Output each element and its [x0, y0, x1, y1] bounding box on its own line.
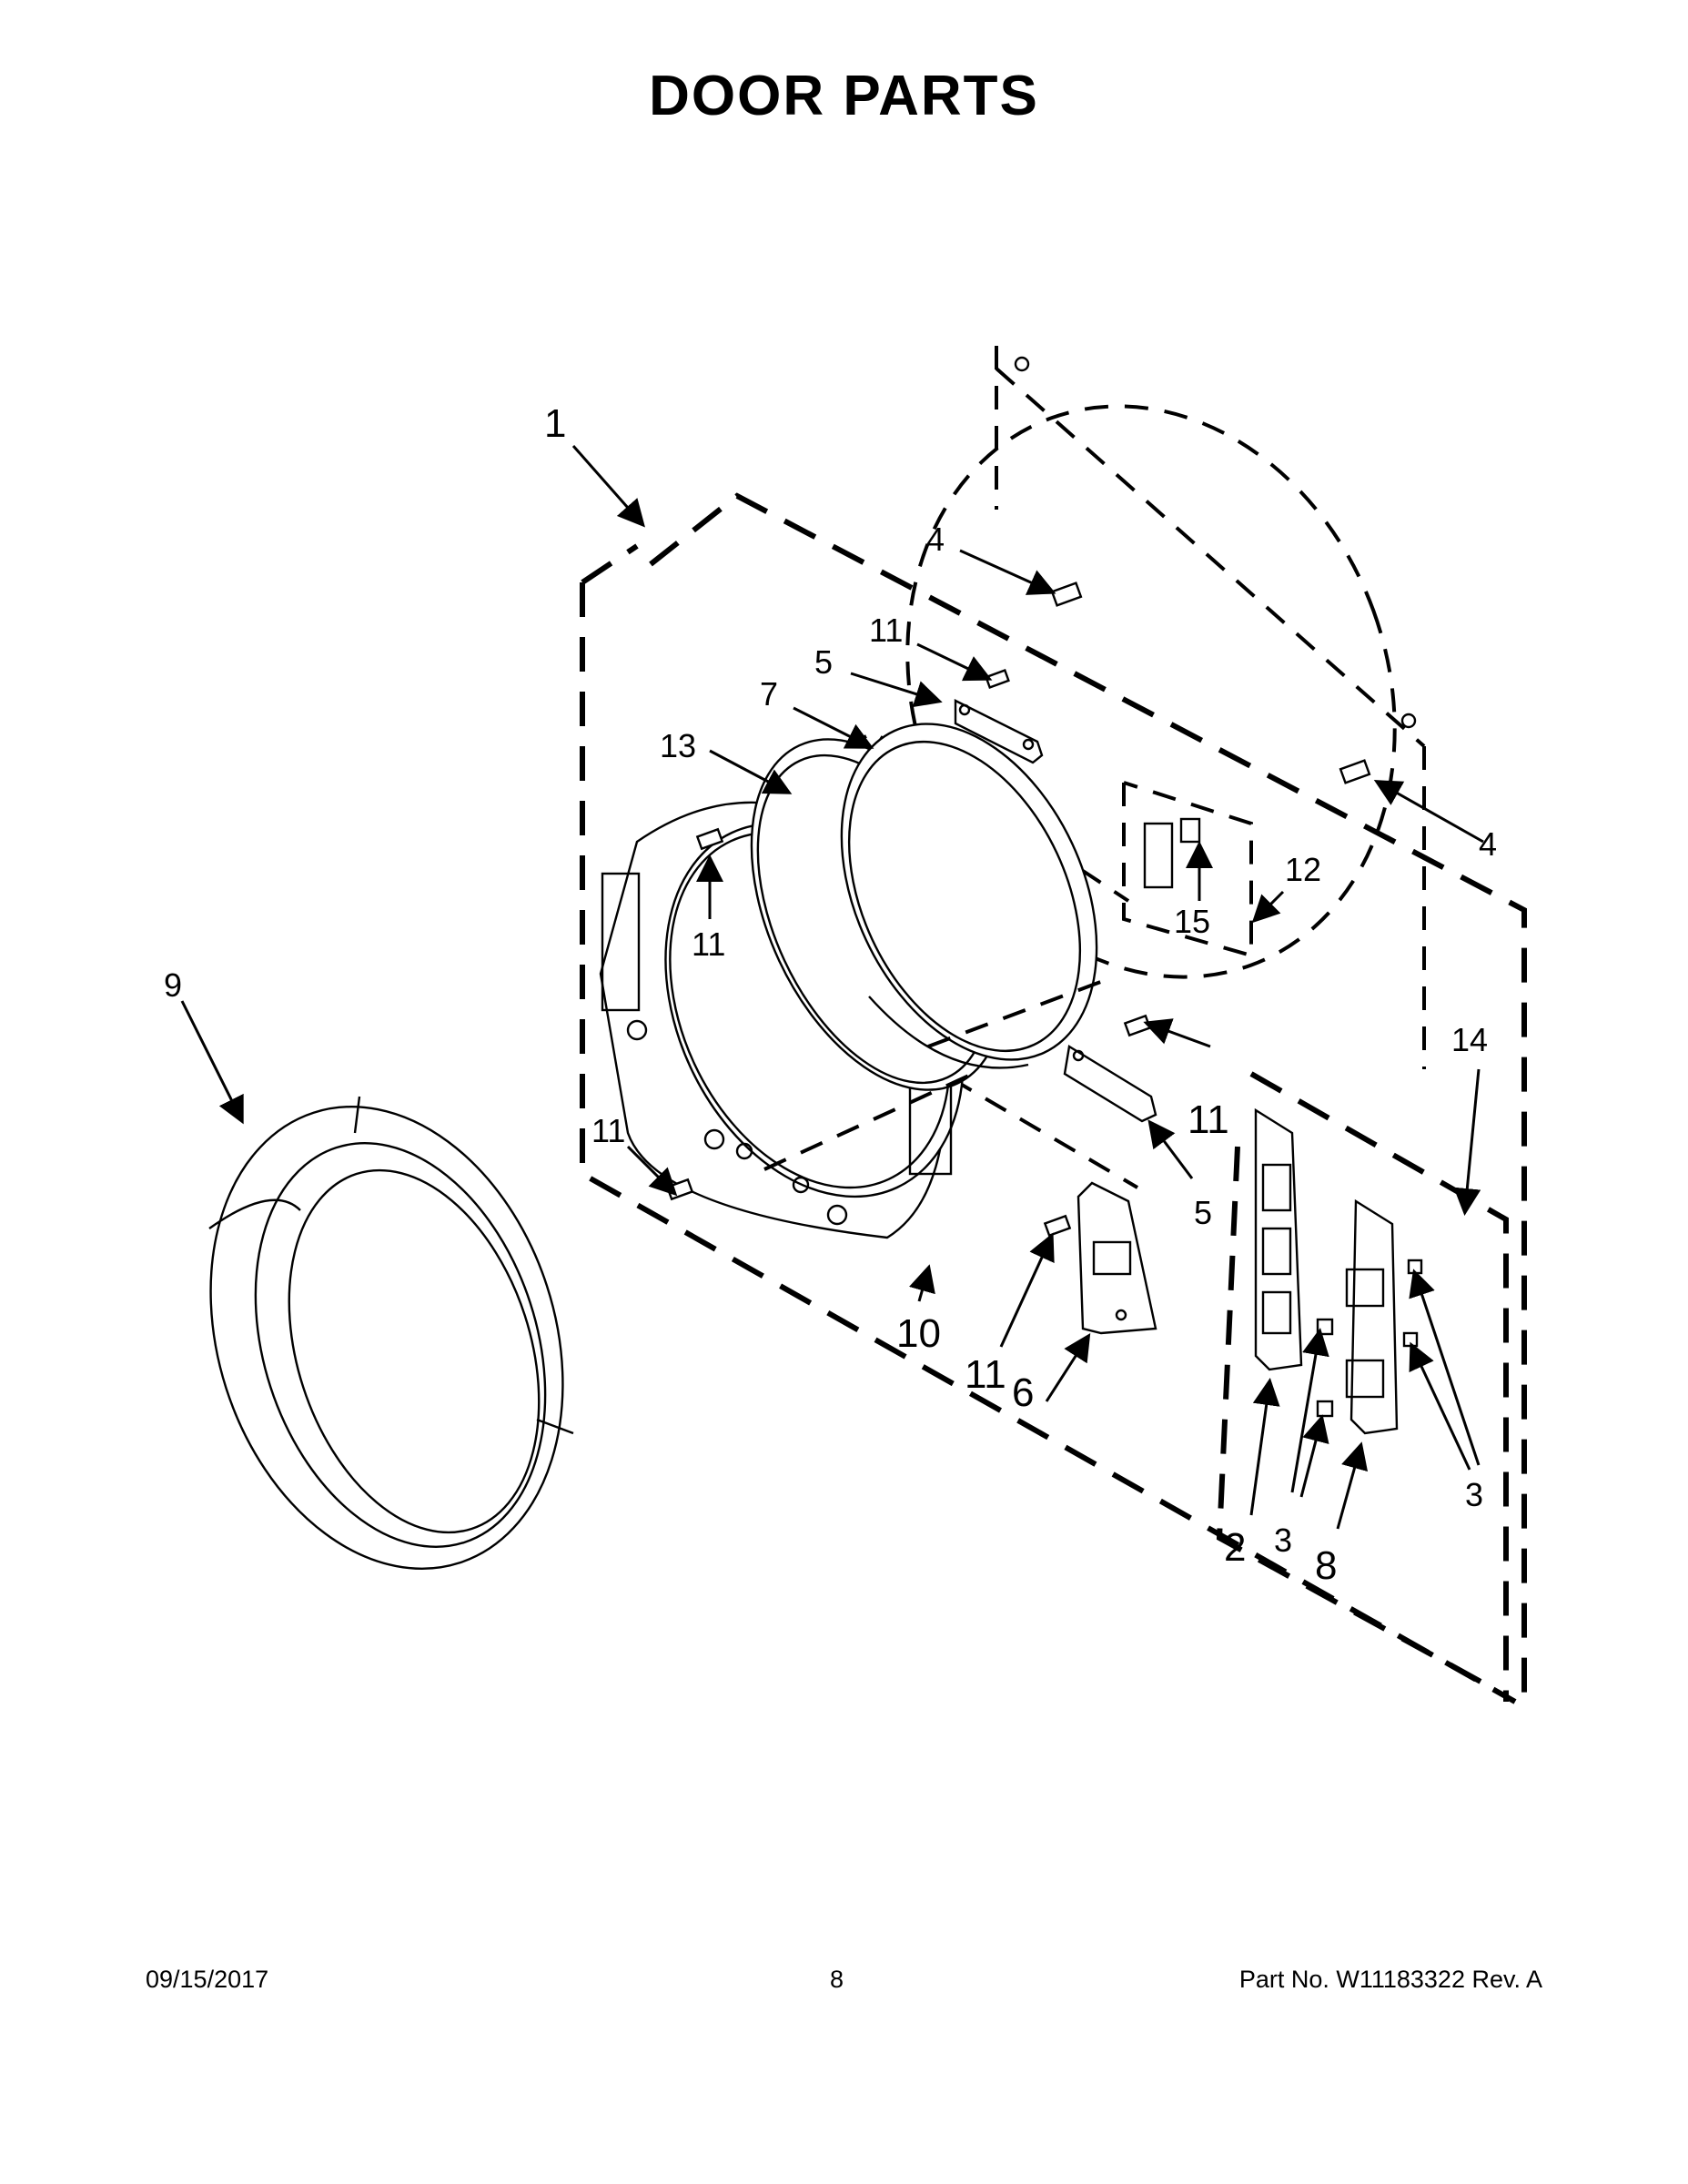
callout-9: 9	[164, 966, 182, 1004]
footer-part-info: Part No. W11183322 Rev. A	[1238, 1966, 1542, 1993]
door-ring-outline	[773, 730, 1139, 1189]
callout-7: 7	[760, 675, 778, 713]
callout-15: 15	[1174, 903, 1210, 940]
footer-page-number: 8	[830, 1966, 844, 1993]
assembly-outline-12	[1122, 781, 1253, 958]
hinge-bracket-upper	[954, 699, 1044, 764]
callout-11-bottom: 11	[965, 1352, 1006, 1397]
callout-10: 10	[896, 1311, 941, 1356]
callout-11-upper: 11	[869, 612, 903, 649]
callout-13: 13	[660, 727, 696, 764]
hinge-plate	[1254, 1107, 1303, 1371]
assembly-outline-14	[1216, 1071, 1509, 1702]
callout-1: 1	[544, 401, 566, 446]
door-strike	[1076, 1181, 1157, 1335]
page-title: DOOR PARTS	[649, 65, 1039, 127]
callout-12: 12	[1285, 851, 1321, 888]
callout-11-door: 11	[692, 925, 725, 963]
callout-6: 6	[1012, 1370, 1034, 1415]
cabinet-panel-outline	[905, 346, 1426, 1069]
footer-date: 09/15/2017	[146, 1966, 269, 1993]
leader-lines	[180, 445, 1484, 1530]
callout-3-right: 3	[1465, 1476, 1483, 1513]
door-hinge	[1345, 1198, 1399, 1435]
hinge-bracket-lower	[1063, 1045, 1157, 1123]
door-glass-liner	[840, 723, 1098, 1069]
callout-5-lower: 5	[1194, 1194, 1212, 1231]
callout-5-upper: 5	[814, 643, 833, 681]
callout-2: 2	[1224, 1525, 1246, 1570]
outer-door-frame	[208, 1096, 574, 1570]
callout-14: 14	[1451, 1021, 1488, 1058]
callout-labels: 1 4 11 5 7 13 11 12 15 4 9 11 11 5 10 11…	[164, 401, 1497, 1588]
door-latch	[1143, 817, 1201, 889]
callout-11-left: 11	[591, 1112, 625, 1149]
assembly-outline-1	[580, 492, 1527, 1711]
callout-4-right: 4	[1479, 825, 1497, 863]
callout-8: 8	[1315, 1543, 1337, 1588]
screws	[665, 581, 1371, 1238]
callout-3-left: 3	[1274, 1522, 1292, 1559]
callout-11-right: 11	[1188, 1097, 1229, 1142]
callout-4-upper: 4	[926, 521, 945, 558]
assembly-axis-lines	[763, 976, 1111, 1171]
